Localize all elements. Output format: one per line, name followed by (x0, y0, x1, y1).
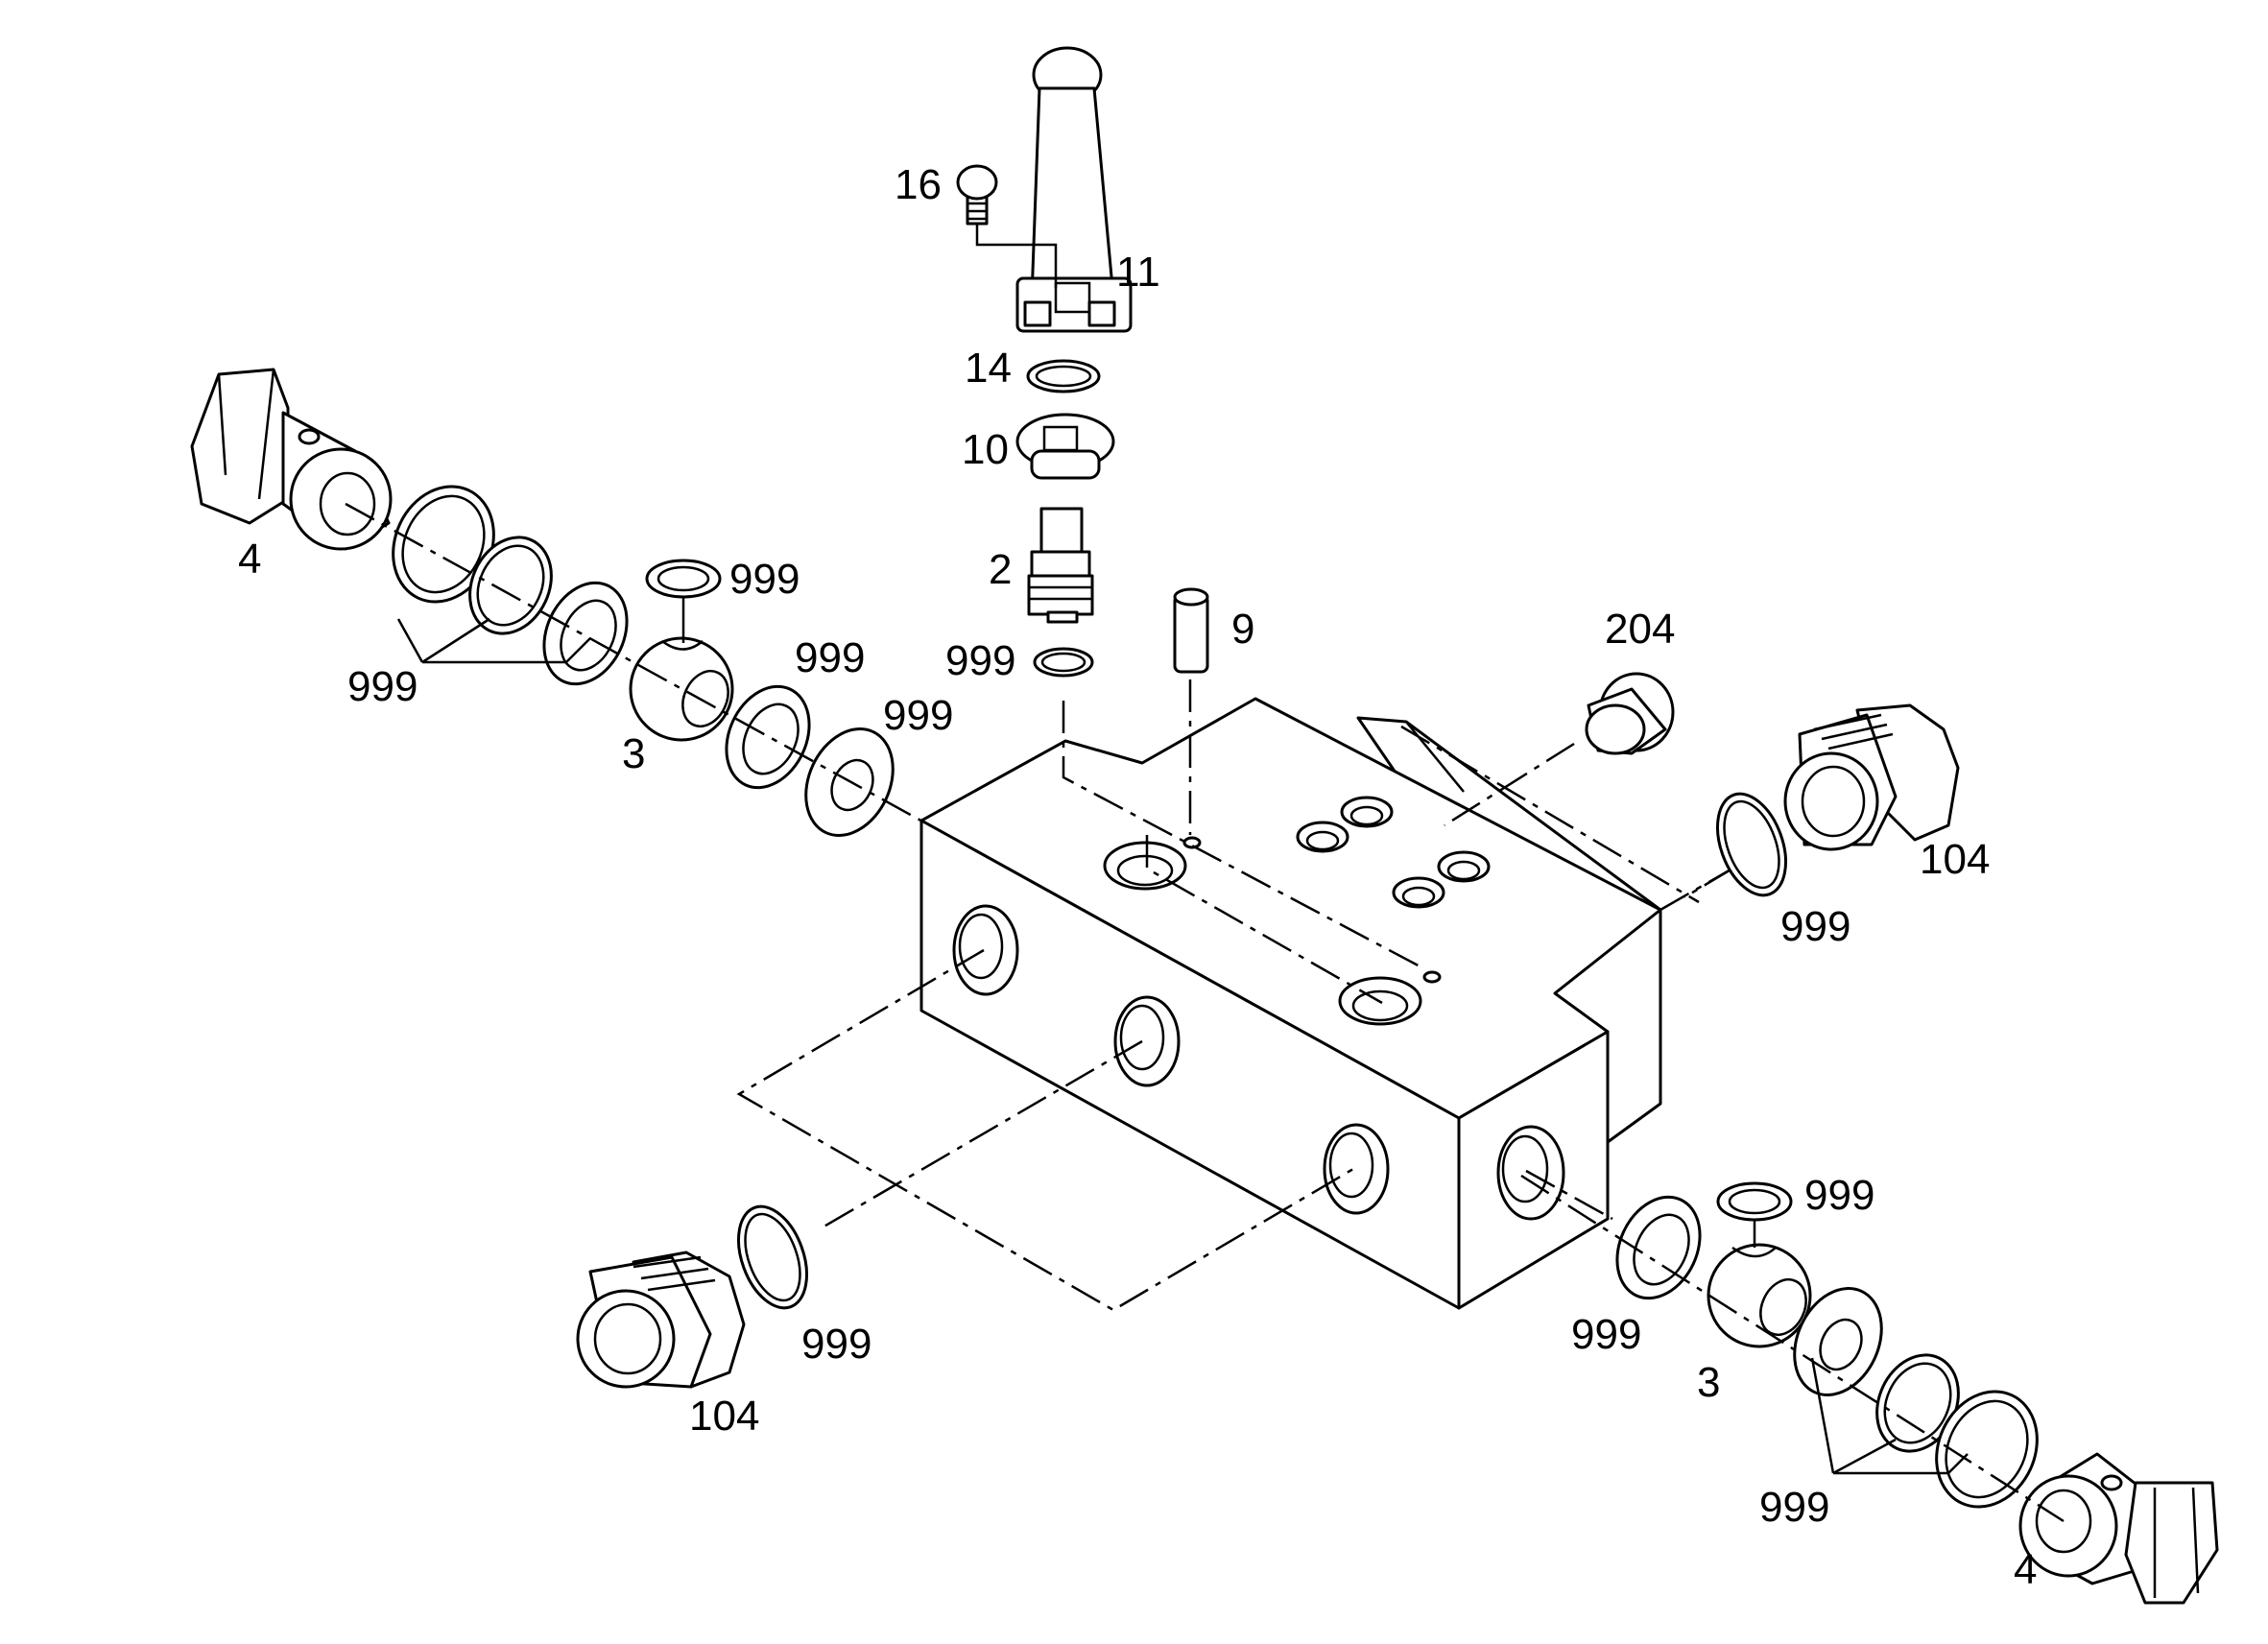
callout-11: 11 (1116, 249, 1160, 296)
callout-999-washer-right-top: 999 (1804, 1172, 1874, 1219)
part-999-washer-right (1793, 1287, 1883, 1396)
part-999-seat-left-2 (725, 684, 811, 790)
callout-104-left: 104 (689, 1393, 759, 1440)
leader-lines (396, 597, 1969, 1475)
part-4-plug-right (2018, 1452, 2219, 1605)
part-999-oring-right (1716, 792, 1787, 897)
valve-block (919, 697, 1662, 1310)
callout-labels: 16 11 14 10 2 999 9 204 4 999 999 3 999 … (238, 161, 2037, 1593)
part-104-fitting-right (1783, 703, 1960, 851)
callout-104-right: 104 (1920, 836, 1990, 883)
callout-14: 14 (965, 345, 1012, 392)
part-16-screw (956, 164, 998, 226)
part-3-ball-left (629, 636, 734, 742)
part-2-spool (1027, 507, 1094, 624)
callout-999-oring-right: 999 (1780, 903, 1850, 950)
part-11-lever (975, 46, 1133, 333)
part-204-plug (1585, 672, 1675, 755)
part-999-oring-left (737, 1204, 808, 1310)
front-port-3 (1323, 1123, 1390, 1215)
callout-999-washer-left: 999 (883, 692, 953, 739)
callout-999-seat-left: 999 (795, 634, 865, 681)
callout-3-right: 3 (1697, 1359, 1720, 1406)
callout-4-left: 4 (238, 536, 261, 583)
callout-16: 16 (895, 161, 942, 208)
part-3-ball-right (1707, 1243, 1812, 1348)
callout-999-seat-right: 999 (1571, 1311, 1641, 1358)
part-999-seat-right (1615, 1195, 1702, 1300)
part-999-oring-4 (1935, 1390, 2039, 1509)
callout-3-left: 3 (622, 730, 645, 777)
callout-204: 204 (1605, 606, 1675, 653)
front-port-2 (1113, 995, 1181, 1087)
callout-4-right: 4 (2014, 1546, 2037, 1593)
front-port-1 (952, 904, 1019, 996)
callout-999-spool: 999 (945, 637, 1015, 684)
part-10-cam (1015, 413, 1115, 480)
part-4-plug-left (190, 368, 393, 551)
callout-999-oring-left: 999 (801, 1321, 871, 1368)
callout-2: 2 (989, 546, 1012, 593)
callout-10: 10 (962, 426, 1009, 473)
part-9-pin (1173, 587, 1209, 674)
callout-999-washer-top: 999 (729, 556, 800, 603)
callout-9: 9 (1231, 606, 1254, 653)
part-104-fitting-left (576, 1251, 746, 1389)
callout-999-orings-right: 999 (1759, 1484, 1829, 1531)
assembly-centerlines (736, 679, 1733, 1312)
callout-999-orings-left: 999 (347, 663, 418, 710)
